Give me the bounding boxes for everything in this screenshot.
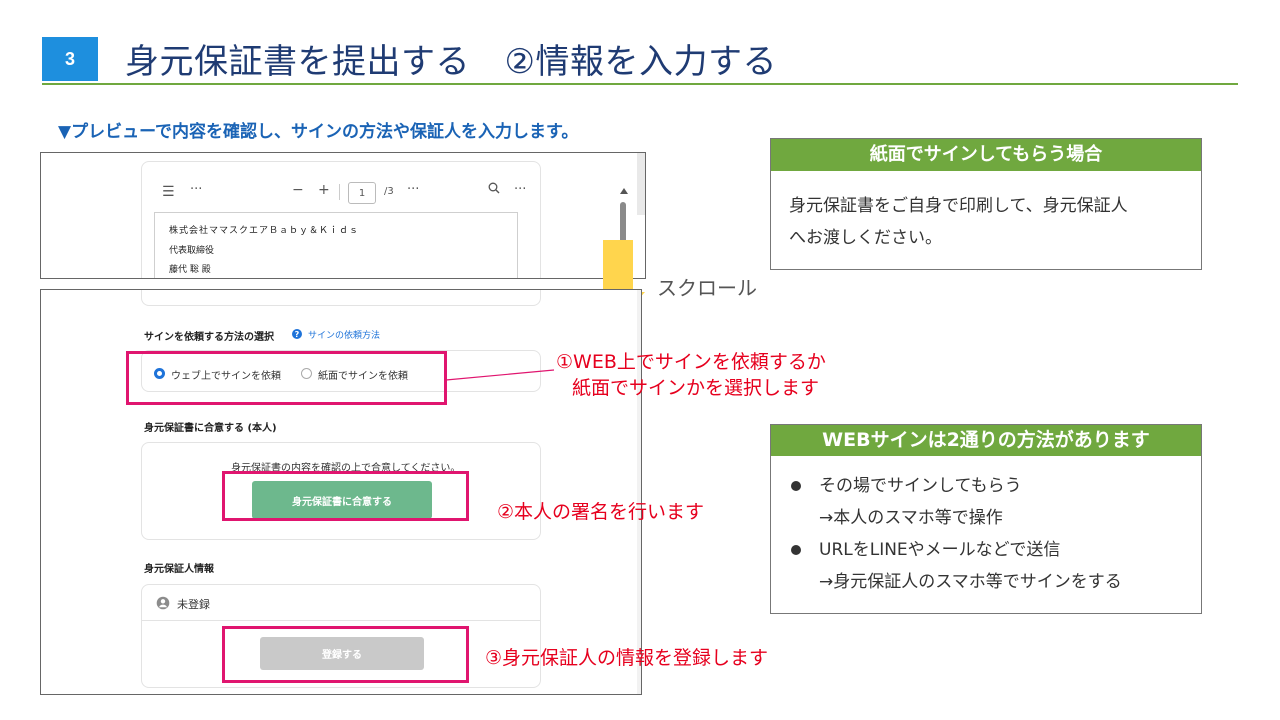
toolbar-divider (339, 184, 340, 200)
register-button[interactable]: 登録する (260, 637, 424, 670)
radio-web-sign[interactable] (154, 368, 165, 379)
step-badge: 3 (42, 37, 98, 81)
annotation-3: ③身元保証人の情報を登録します (485, 647, 769, 669)
agree-button[interactable]: 身元保証書に合意する (252, 481, 432, 519)
preview-card-bottom (141, 290, 541, 306)
radio-paper-sign[interactable] (301, 368, 312, 379)
sign-method-help-link[interactable]: サインの依頼方法 (308, 331, 381, 341)
agree-note: 身元保証書の内容を確認の上で合意してください。 (231, 463, 461, 474)
paper-sign-box: 紙面でサインしてもらう場合 身元保証書をご自身で印刷して、身元保証人 へお渡しく… (770, 138, 1202, 270)
zoom-in-button[interactable]: + (318, 182, 330, 198)
toolbar-more-left[interactable]: ··· (190, 182, 203, 197)
pdf-viewer: ☰ ··· − + 1 /3 ··· ··· 株式会社ママスクエアＢａｂｙ＆Ｋｉ… (141, 161, 628, 278)
outline-list-icon[interactable]: ☰ (162, 184, 175, 200)
user-icon (156, 595, 170, 614)
toolbar-more-right[interactable]: ··· (514, 182, 527, 197)
annotation-2: ②本人の署名を行います (497, 501, 705, 523)
agree-label: 身元保証書に合意する (本人) (144, 423, 277, 434)
pdf-line-company: 株式会社ママスクエアＢａｂｙ＆Ｋｉｄｓ (169, 226, 360, 236)
highlight-register (222, 626, 469, 683)
help-icon[interactable]: ? (292, 329, 302, 339)
sign-method-card (141, 350, 541, 392)
guarantor-status: 未登録 (177, 598, 210, 611)
highlight-sign-method (126, 351, 447, 405)
web-sign-item-2-sub: →身元保証人のスマホ等でサインをする (819, 572, 1122, 592)
paper-sign-line1: 身元保証書をご自身で印刷して、身元保証人 (789, 196, 1128, 216)
window-scrollbar[interactable] (637, 153, 645, 215)
paper-sign-line2: へお渡しください。 (789, 228, 942, 248)
bullet-icon (791, 545, 801, 555)
radio-web-sign-label[interactable]: ウェブ上でサインを依頼 (171, 371, 281, 382)
pdf-line-name: 藤代 聡 殿 (169, 265, 211, 275)
form-scrollbar[interactable] (637, 290, 641, 694)
scroll-label: スクロール (657, 276, 757, 300)
page-number-input[interactable]: 1 (348, 182, 376, 204)
web-sign-item-2: URLをLINEやメールなどで送信 (789, 534, 1201, 566)
pdf-page: 株式会社ママスクエアＢａｂｙ＆Ｋｉｄｓ 代表取締役 藤代 聡 殿 (154, 212, 518, 278)
page-title: 身元保証書を提出する ②情報を入力する (125, 42, 777, 82)
web-sign-box: WEBサインは2通りの方法があります その場でサインしてもらう →本人のスマホ等… (770, 424, 1202, 614)
toolbar-more-middle[interactable]: ··· (407, 182, 420, 197)
web-sign-title: WEBサインは2通りの方法があります (771, 425, 1201, 456)
search-icon[interactable] (488, 182, 500, 198)
radio-paper-sign-label[interactable]: 紙面でサインを依頼 (318, 371, 408, 382)
scroll-up-icon[interactable] (620, 188, 628, 194)
subheading: ▼プレビューで内容を確認し、サインの方法や保証人を入力します。 (58, 122, 579, 142)
guarantor-label: 身元保証人情報 (144, 564, 214, 575)
preview-screenshot: ☰ ··· − + 1 /3 ··· ··· 株式会社ママスクエアＢａｂｙ＆Ｋｉ… (40, 152, 646, 279)
annotation-1-line1: ①WEB上でサインを依頼するか (556, 351, 826, 373)
zoom-out-button[interactable]: − (292, 182, 304, 198)
down-arrow-icon (603, 240, 633, 292)
page-total: /3 (384, 186, 394, 197)
bullet-icon (791, 481, 801, 491)
paper-sign-title: 紙面でサインしてもらう場合 (771, 139, 1201, 171)
pdf-scrollbar[interactable] (620, 202, 626, 258)
title-divider (42, 83, 1238, 85)
sign-method-label: サインを依頼する方法の選択 (144, 332, 274, 343)
guarantor-divider (141, 620, 541, 621)
pdf-line-title: 代表取締役 (169, 246, 215, 256)
web-sign-item-1-sub: →本人のスマホ等で操作 (819, 508, 1003, 528)
highlight-agree (222, 471, 469, 521)
web-sign-item-1: その場でサインしてもらう (789, 470, 1201, 502)
annotation-1-line2: 紙面でサインかを選択します (572, 377, 820, 399)
annotation-connector (445, 369, 555, 381)
pdf-toolbar: ☰ ··· − + 1 /3 ··· ··· (162, 182, 526, 208)
guarantor-card (141, 584, 541, 688)
